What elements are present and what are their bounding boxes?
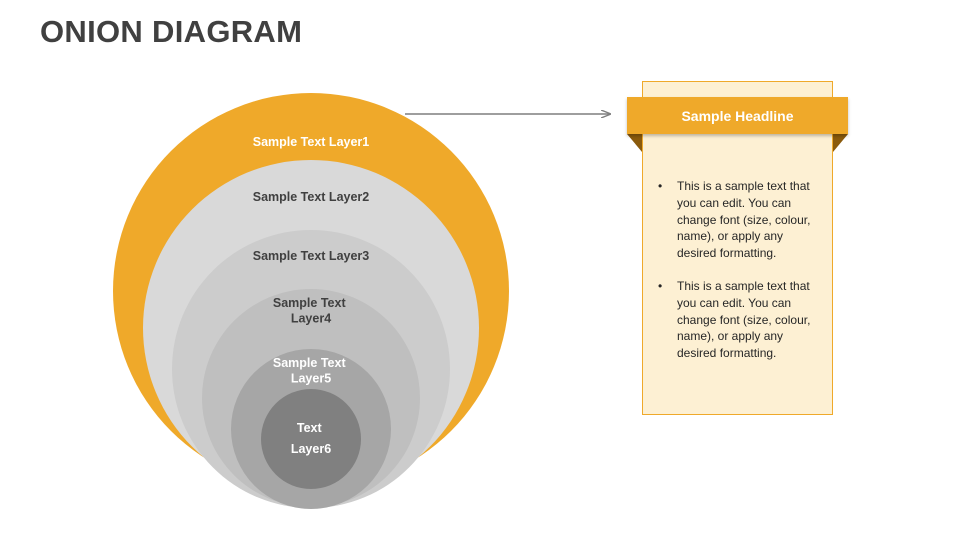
- slide-title: ONION DIAGRAM: [40, 14, 303, 49]
- bullet-text: This is a sample text that you can edit.…: [677, 179, 811, 261]
- bullet-dot: •: [658, 278, 663, 293]
- ribbon-fold-right: [833, 134, 848, 152]
- layer-6-ring: [261, 389, 361, 489]
- layer-4-label: Sample Text Layer4: [273, 296, 349, 326]
- layer-3-label: Sample Text Layer3: [253, 249, 370, 263]
- bullet-item: • This is a sample text that you can edi…: [654, 178, 824, 262]
- bullet-list: • This is a sample text that you can edi…: [654, 178, 824, 378]
- bullet-text: This is a sample text that you can edit.…: [677, 278, 811, 361]
- layer-5-label: Sample Text Layer5: [273, 356, 349, 386]
- bullet-dot: •: [658, 179, 663, 193]
- layer-2-label: Sample Text Layer2: [253, 190, 370, 204]
- card-headline: Sample Headline: [627, 97, 848, 134]
- ribbon-fold-left: [627, 134, 642, 152]
- bullet-item: • This is a sample text that you can edi…: [654, 278, 824, 362]
- layer-1-label: Sample Text Layer1: [253, 135, 370, 149]
- info-card: [642, 81, 833, 415]
- layer-6-label: Text Layer6: [291, 421, 331, 456]
